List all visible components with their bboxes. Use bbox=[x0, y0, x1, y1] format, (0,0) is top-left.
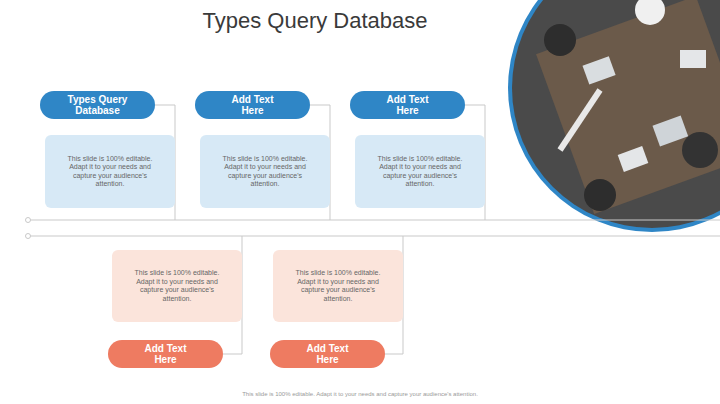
footer-note: This slide is 100% editable. Adapt it to… bbox=[0, 391, 720, 397]
heading-pill: Types Query Database bbox=[40, 91, 155, 119]
photo-paper bbox=[618, 146, 649, 172]
timeline-dot bbox=[26, 234, 31, 239]
body-text: This slide is 100% editable. Adapt it to… bbox=[215, 155, 315, 189]
photo-laptop bbox=[582, 56, 615, 84]
photo-paper bbox=[680, 50, 706, 68]
body-text: This slide is 100% editable. Adapt it to… bbox=[60, 155, 160, 189]
timeline-dot bbox=[26, 218, 31, 223]
text-box: This slide is 100% editable. Adapt it to… bbox=[45, 135, 175, 208]
heading-pill: Add Text Here bbox=[108, 340, 223, 368]
photo-person bbox=[635, 0, 665, 25]
heading-text: Types Query Database bbox=[53, 94, 143, 116]
timeline bbox=[28, 220, 720, 221]
photo-bg bbox=[500, 0, 720, 240]
heading-text: Add Text Here bbox=[225, 94, 280, 116]
body-text: This slide is 100% editable. Adapt it to… bbox=[127, 269, 227, 303]
heading-text: Add Text Here bbox=[300, 343, 355, 365]
body-text: This slide is 100% editable. Adapt it to… bbox=[370, 155, 470, 189]
slide-title: Types Query Database bbox=[0, 8, 630, 34]
photo-person bbox=[682, 132, 718, 168]
leader-lines bbox=[26, 105, 720, 354]
text-box: This slide is 100% editable. Adapt it to… bbox=[355, 135, 485, 208]
text-box: This slide is 100% editable. Adapt it to… bbox=[273, 250, 403, 322]
photo-person bbox=[544, 24, 576, 56]
photo-table bbox=[536, 0, 720, 214]
heading-pill: Add Text Here bbox=[195, 91, 310, 119]
timeline bbox=[28, 236, 720, 237]
photo-person bbox=[584, 179, 616, 211]
photo-arm bbox=[560, 90, 600, 150]
heading-pill: Add Text Here bbox=[270, 340, 385, 368]
photo bbox=[500, 0, 720, 240]
text-box: This slide is 100% editable. Adapt it to… bbox=[112, 250, 242, 322]
heading-text: Add Text Here bbox=[138, 343, 193, 365]
photo-laptop bbox=[652, 115, 688, 146]
body-text: This slide is 100% editable. Adapt it to… bbox=[288, 269, 388, 303]
text-box: This slide is 100% editable. Adapt it to… bbox=[200, 135, 330, 208]
heading-text: Add Text Here bbox=[380, 94, 435, 116]
heading-pill: Add Text Here bbox=[350, 91, 465, 119]
